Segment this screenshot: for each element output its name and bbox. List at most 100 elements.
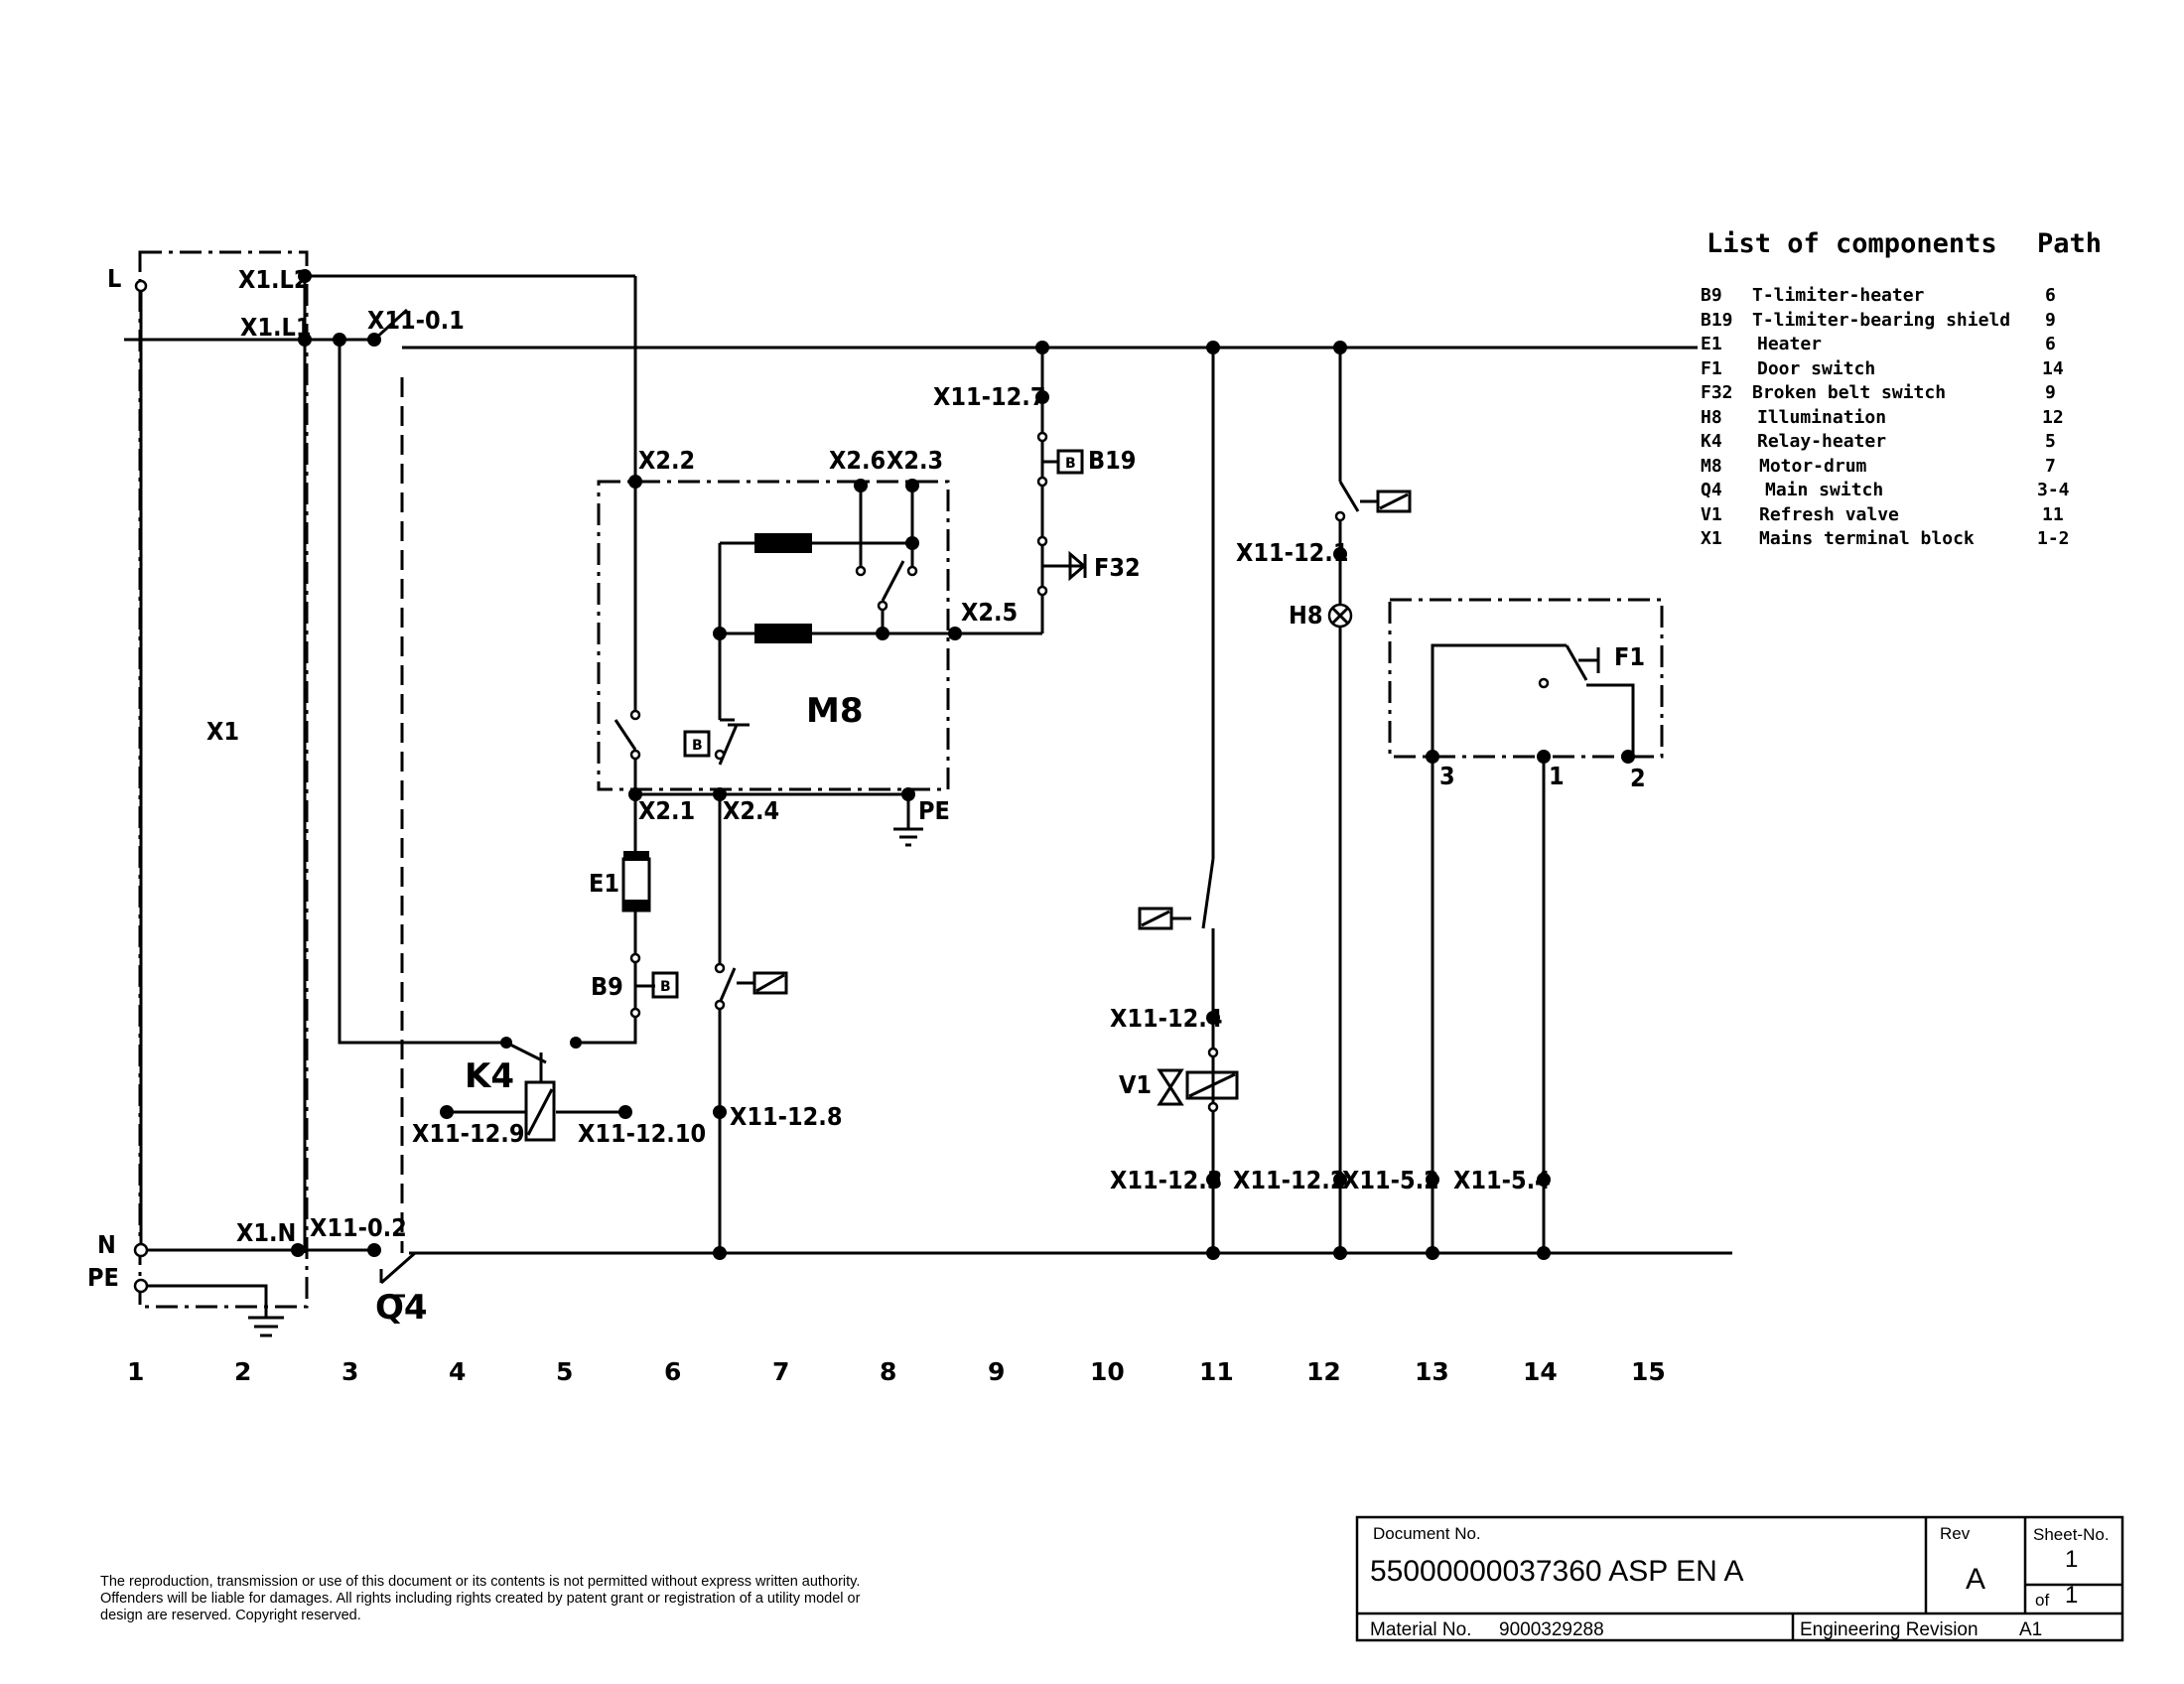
motor-b-box-letter: B: [692, 738, 703, 754]
label-pin-2: 2: [1630, 764, 1646, 792]
label-x1-l1: X1.L1: [240, 313, 312, 342]
label-x1-n: X1.N: [236, 1218, 296, 1247]
label-q4: Q4: [375, 1288, 428, 1328]
n-bus: [139, 1248, 1732, 1255]
path-number-13: 13: [1415, 1357, 1449, 1386]
component-code: M8: [1701, 456, 1722, 477]
material-no-value: 9000329288: [1499, 1619, 1604, 1640]
of-label: of: [2035, 1591, 2049, 1610]
path-number-8: 8: [880, 1357, 896, 1386]
copyright-notice: The reproduction, transmission or use of…: [100, 1574, 861, 1623]
notice-line-3: design are reserved. Copyright reserved.: [100, 1608, 361, 1623]
component-name: Door switch: [1757, 358, 1875, 379]
k4-relay-coil: [447, 1052, 625, 1142]
component-name: T-limiter-bearing shield: [1752, 310, 2010, 331]
component-name: Refresh valve: [1759, 504, 1899, 525]
component-name: Heater: [1757, 334, 1822, 354]
path-number-2: 2: [234, 1357, 251, 1386]
label-f32: F32: [1094, 553, 1141, 582]
label-f1: F1: [1614, 642, 1645, 671]
path-number-6: 6: [664, 1357, 681, 1386]
label-x11-12-2: X11-12.2: [1233, 1166, 1345, 1194]
path-number-1: 1: [127, 1357, 144, 1386]
notice-line-2: Offenders will be liable for damages. Al…: [100, 1591, 861, 1607]
f1-door-switch-box: [1388, 598, 1664, 759]
components-list-path-header: Path: [2037, 228, 2102, 259]
title-block: Document No. 55000000037360 ASP EN A Rev…: [1355, 1515, 2124, 1642]
label-x1-l2: X1.L2: [238, 265, 310, 294]
engineering-revision-value: A1: [2019, 1619, 2042, 1640]
label-x11-0-2: X11-0.2: [310, 1213, 407, 1242]
label-x11-0-1: X11-0.1: [367, 306, 465, 335]
component-name: Motor-drum: [1759, 456, 1867, 477]
component-path: 3-4: [2037, 480, 2070, 500]
l1-bus: [124, 338, 1698, 350]
component-path: 6: [2045, 334, 2056, 354]
document-no-label: Document No.: [1373, 1524, 1481, 1543]
component-path: 7: [2045, 456, 2056, 477]
b19-sensor-box: [1056, 449, 1084, 475]
rev-value: A: [1966, 1563, 1985, 1596]
component-path: 12: [2042, 407, 2064, 428]
path-number-3: 3: [341, 1357, 358, 1386]
rev-label: Rev: [1940, 1524, 1971, 1543]
component-code: B19: [1701, 310, 1733, 331]
path-number-9: 9: [988, 1357, 1005, 1386]
label-x11-12-4: X11-12.4: [1110, 1004, 1222, 1033]
b19-box-letter: B: [1065, 456, 1076, 472]
label-x11-12-3: X11-12.3: [1110, 1166, 1222, 1194]
q4-main-switch: [372, 308, 416, 1298]
label-m8: M8: [806, 691, 864, 731]
label-x11-12-8: X11-12.8: [730, 1102, 842, 1131]
m8-motor-box: [597, 480, 950, 791]
label-v1: V1: [1119, 1070, 1152, 1099]
component-name: Relay-heater: [1757, 431, 1886, 452]
component-code: E1: [1701, 334, 1722, 354]
f32-broken-belt-switch: [1042, 550, 1087, 582]
path-number-15: 15: [1631, 1357, 1666, 1386]
open-terminals: [133, 279, 1550, 1294]
label-pe-left: PE: [87, 1263, 119, 1292]
label-x1-box: X1: [206, 717, 239, 746]
label-x11-12-10: X11-12.10: [578, 1119, 706, 1148]
component-name: Mains terminal block: [1759, 528, 1975, 549]
relay-contact-actuator-11: [1138, 907, 1191, 930]
path-number-11: 11: [1199, 1357, 1234, 1386]
component-path: 6: [2045, 285, 2056, 306]
component-path: 14: [2042, 358, 2064, 379]
component-path: 9: [2045, 310, 2056, 331]
path-number-7: 7: [772, 1357, 789, 1386]
label-x11-5-4: X11-5.4: [1453, 1166, 1551, 1194]
material-no-label: Material No.: [1370, 1619, 1471, 1640]
b9-box-letter: B: [660, 979, 671, 995]
sheet-value: 1: [2065, 1546, 2078, 1573]
path-numbers: 1 2 3 4 5 6 7 8 9 10 11 12 13 14 15: [127, 1357, 1666, 1386]
label-pin-3: 3: [1439, 762, 1455, 790]
component-name: T-limiter-heater: [1752, 285, 1925, 306]
component-code: B9: [1701, 285, 1722, 306]
h8-illumination-lamp: [1327, 603, 1353, 629]
motor-thermal-box: [683, 730, 711, 758]
label-pe-motor: PE: [918, 796, 950, 825]
path-number-10: 10: [1090, 1357, 1125, 1386]
sheet-no-label: Sheet-No.: [2033, 1525, 2110, 1544]
component-path: 1-2: [2037, 528, 2070, 549]
f1-door-switch: [1431, 643, 1635, 757]
components-list: List of components Path B9 T-limiter-hea…: [1701, 228, 2102, 549]
motor-pe-ground: [893, 827, 923, 847]
label-pin-1: 1: [1549, 762, 1565, 790]
component-name: Illumination: [1757, 407, 1886, 428]
component-code: V1: [1701, 504, 1722, 525]
label-n: N: [97, 1230, 116, 1259]
component-code: H8: [1701, 407, 1722, 428]
path-number-4: 4: [449, 1357, 466, 1386]
label-x2-5: X2.5: [961, 598, 1018, 627]
component-name: Main switch: [1765, 480, 1883, 500]
b9-sensor-box: [651, 971, 679, 999]
pe-ground-symbol: [248, 1316, 284, 1337]
m8-motor-windings: [635, 486, 1042, 829]
path-number-5: 5: [556, 1357, 573, 1386]
label-h8: H8: [1289, 601, 1322, 630]
x1-terminal-block-box: [138, 250, 309, 1309]
label-x2-4: X2.4: [723, 796, 779, 825]
